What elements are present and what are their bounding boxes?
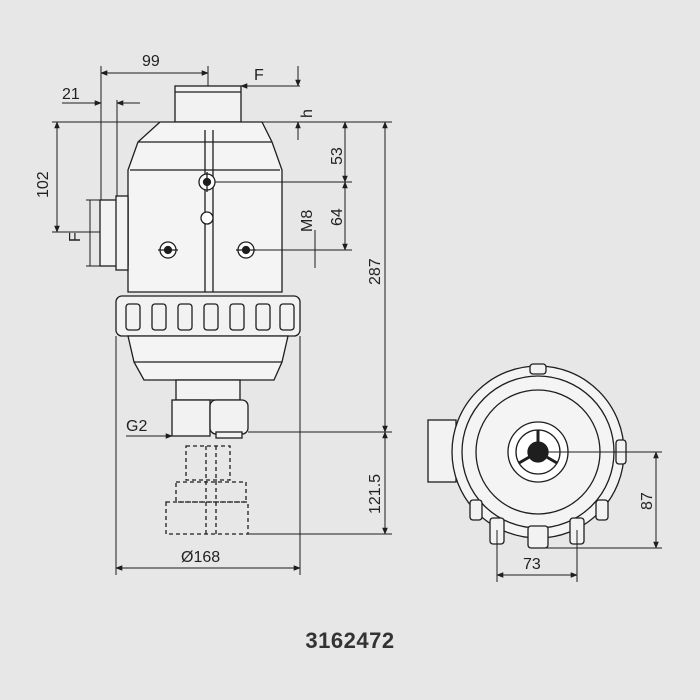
dim-64: 64 xyxy=(329,208,346,226)
dim-21: 21 xyxy=(62,86,80,103)
dim-121-5: 121.5 xyxy=(367,474,384,514)
drain-valve xyxy=(175,379,241,401)
dim-f-side: F xyxy=(67,232,84,242)
side-view xyxy=(99,85,301,535)
dim-287: 287 xyxy=(367,258,384,285)
knob-center xyxy=(200,211,214,225)
dim-g2: G2 xyxy=(126,418,147,435)
dim-diameter-168: Ø168 xyxy=(181,549,220,566)
dim-102: 102 xyxy=(35,171,52,198)
product-code: 3162472 xyxy=(305,628,395,653)
dim-h: h xyxy=(299,109,316,118)
filter-bowl xyxy=(127,335,289,381)
dim-53: 53 xyxy=(329,147,346,165)
dimension-labels: 99 21 F h 102 F 53 M8 64 287 G2 121.5 Ø1… xyxy=(35,53,656,573)
top-view xyxy=(427,363,627,549)
top-dimension-lines xyxy=(496,451,662,582)
dim-m8: M8 xyxy=(299,210,316,232)
dim-f-top: F xyxy=(254,67,264,84)
dim-99: 99 xyxy=(142,53,160,70)
top-view-inlet xyxy=(427,419,457,483)
dim-73: 73 xyxy=(523,556,541,573)
dim-87: 87 xyxy=(639,492,656,510)
drain-extension xyxy=(165,445,249,535)
side-dimension-lines xyxy=(52,66,392,575)
